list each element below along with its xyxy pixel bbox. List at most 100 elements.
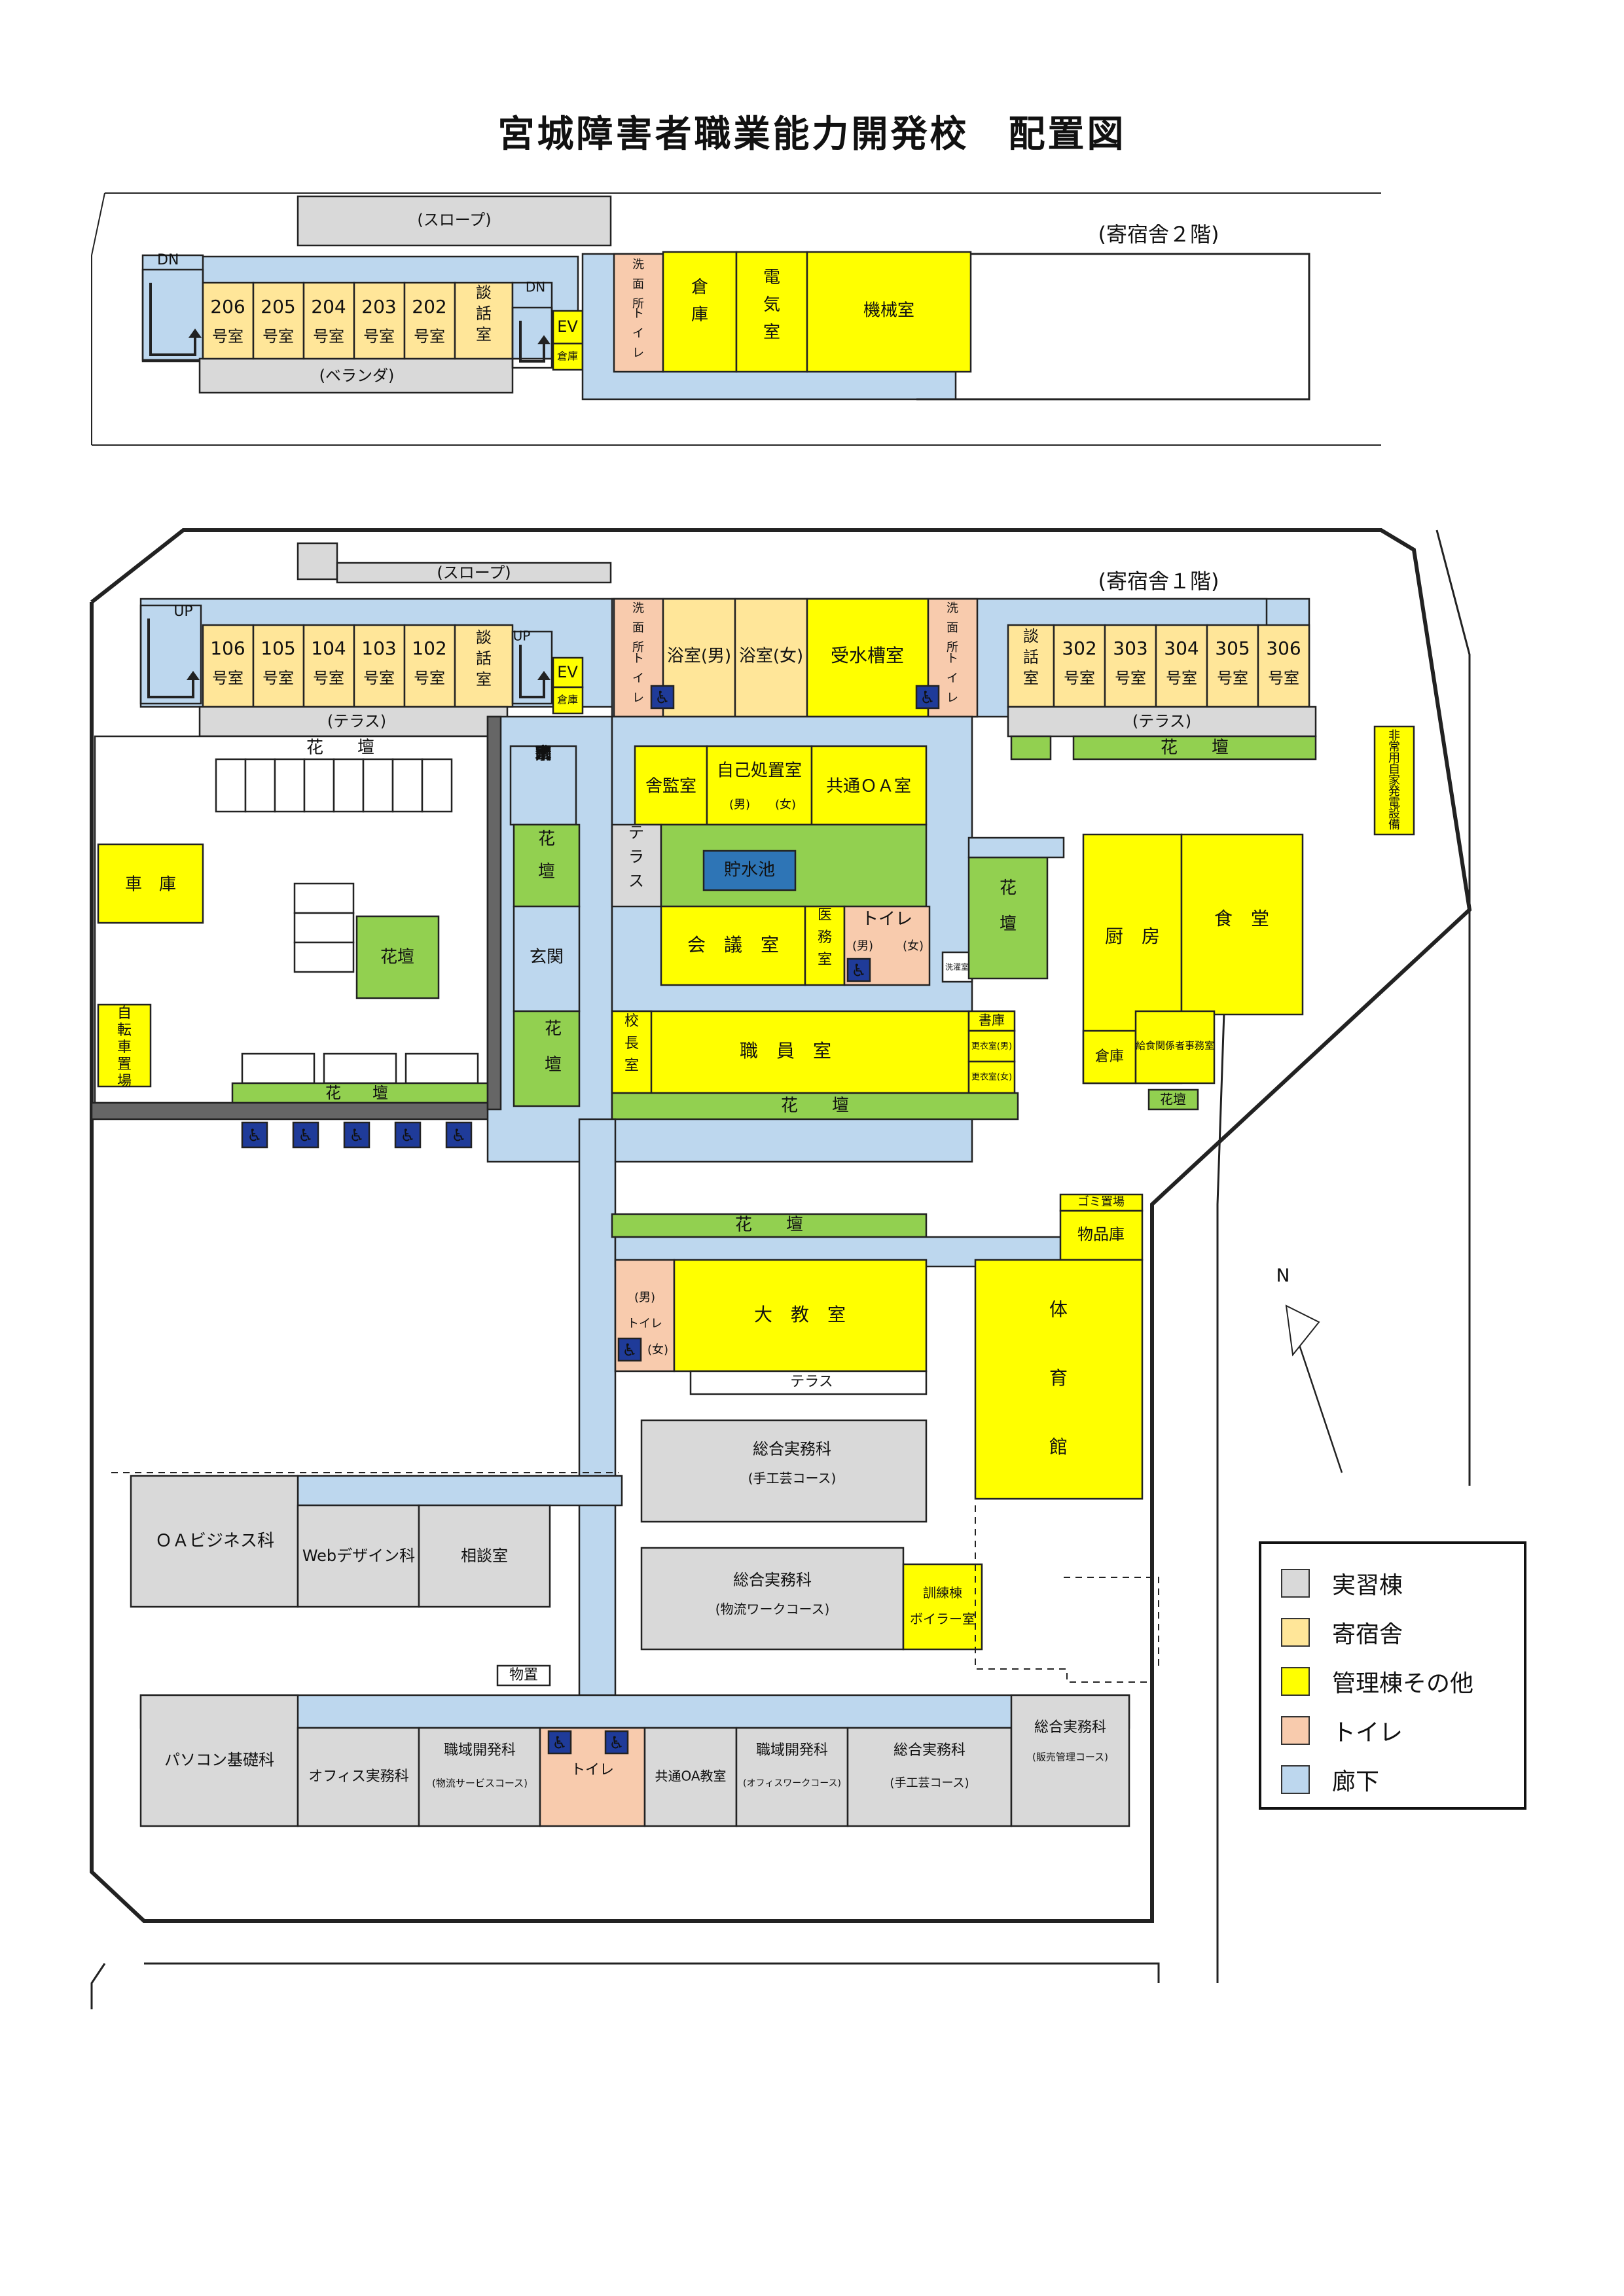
flower-label: 花 壇 [735, 1215, 803, 1235]
slope [297, 195, 612, 247]
room-103-suffix: 号室 [363, 669, 395, 687]
floor2-label: (寄宿舎２階) [1098, 222, 1219, 247]
site-boundary [90, 528, 1472, 1923]
room-304: 304 [1164, 637, 1199, 659]
vocational-dev-2 [735, 1727, 849, 1827]
toilet-label: トイレ [632, 307, 644, 360]
room-105-suffix: 号室 [262, 669, 294, 687]
storage-f2 [662, 251, 738, 373]
map-shapes [90, 192, 1472, 2009]
parking-space [391, 758, 424, 813]
corridor-oa [297, 1475, 623, 1507]
slope-f1-run [336, 562, 612, 584]
legend-item-dorm: 寄宿舎 [1281, 1613, 1403, 1652]
supervisor-label: 舎監室 [645, 777, 696, 797]
changing-m [967, 1030, 1016, 1063]
room-306: 306 [1266, 637, 1301, 659]
bath-male [662, 598, 736, 718]
north-arrow-head [1285, 1304, 1320, 1357]
up-label: UP [513, 628, 531, 644]
toilet-label: トイレ [571, 1762, 614, 1778]
dorm-room [1053, 624, 1106, 708]
parking-space [244, 758, 276, 813]
room-106: 106 [210, 637, 245, 659]
ev-storage-f1 [552, 686, 584, 715]
floor1-label: (寄宿舎１階) [1098, 569, 1219, 594]
legend-label: 廊下 [1332, 1768, 1380, 1795]
wheelchair-icon [617, 1337, 642, 1362]
catering-office-label: 給食関係者事務室 [1136, 1040, 1214, 1052]
stairs-arrowhead [189, 329, 202, 338]
emergency-power [1373, 725, 1415, 836]
accessible-parking-icon [394, 1121, 422, 1149]
flower-east [967, 856, 1049, 980]
room-302-suffix: 号室 [1064, 669, 1095, 687]
storage-label: 倉庫 [691, 278, 708, 325]
female-label: (女) [775, 798, 796, 812]
vocational-dev-1-label: 職域開発科 [444, 1742, 516, 1759]
room-205: 205 [261, 296, 295, 317]
ev-label: EV [557, 317, 578, 336]
ev-storage-label: 倉庫 [557, 694, 578, 706]
room-302: 302 [1062, 637, 1096, 659]
dorm-room [353, 624, 406, 708]
room-205-suffix: 号室 [262, 327, 294, 346]
parking-space [323, 1052, 397, 1085]
pc-basics [139, 1694, 299, 1827]
wheelchair-icon-glyph: ♿ [851, 961, 866, 981]
general-crafts-label: 総合実務科 [893, 1742, 965, 1759]
parking-space [241, 1052, 316, 1085]
shared-oa-classroom [643, 1727, 738, 1827]
outline [90, 1963, 106, 2009]
self-care-label: 自己処置室 [717, 761, 802, 781]
flower-small [1010, 735, 1052, 761]
lounge-f1 [454, 624, 514, 708]
office-practice [297, 1727, 420, 1827]
legend-swatch [1281, 1716, 1310, 1745]
flower-staff [611, 1092, 1019, 1121]
corridor-main [578, 1118, 617, 1696]
training-boiler [902, 1563, 983, 1651]
map-title: 宮城障害者職業能力開発校 配置図 [497, 113, 1127, 156]
parking-space [333, 758, 365, 813]
stairs-arrow [147, 619, 194, 698]
wheelchair-icon-glyph: ♿ [655, 689, 670, 708]
general-sales-course: (販売管理コース) [1032, 1751, 1108, 1763]
emergency-power-label: 非常用自家発電設備 [1388, 729, 1400, 832]
flower-main [611, 1213, 928, 1238]
machine-f2 [806, 251, 972, 373]
dn-label: DN [526, 279, 545, 295]
lounge-label: 談話室 [476, 628, 492, 689]
wheelchair-icon [915, 685, 940, 709]
map-labels: (スロープ)DN(ベランダ)206号室205号室204号室203号室202号室談… [117, 211, 1400, 1790]
flower-center [355, 915, 440, 999]
wash-label: 洗面所 [947, 601, 958, 655]
lounge-label: 談話室 [1023, 627, 1039, 687]
room-305-suffix: 号室 [1217, 669, 1248, 687]
north-label: N [1276, 1265, 1290, 1286]
web-design-label: Webデザイン科 [302, 1547, 415, 1565]
flower-label: 花壇 [545, 1019, 562, 1075]
bath-female-label: 浴室(女) [739, 647, 803, 666]
wheelchair-icon-glyph: ♿ [298, 1126, 313, 1146]
dorm-room [353, 281, 406, 360]
principal-label: 校長室 [624, 1013, 639, 1074]
legend: 実習棟 寄宿舎 管理棟その他 トイレ 廊下 [1259, 1541, 1526, 1810]
wheelchair-icon-glyph: ♿ [349, 1126, 364, 1146]
curb-central [486, 715, 502, 1111]
crafts-course: (手工芸コース) [748, 1471, 837, 1486]
toilet-label: トイレ [947, 652, 958, 705]
wheelchair-icon-glyph: ♿ [920, 689, 935, 708]
corridor-east [967, 836, 1065, 859]
vocational-dev-2-label: 職域開発科 [756, 1742, 828, 1759]
infirmary-label: 医務室 [818, 907, 832, 968]
parking-space [274, 758, 306, 813]
wheelchair-icon-glyph: ♿ [247, 1126, 262, 1146]
lounge-label: 談話室 [476, 283, 492, 344]
terrace-label: (テラス) [327, 712, 386, 730]
legend-item-toilet: トイレ [1281, 1711, 1403, 1750]
garbage [1059, 1193, 1144, 1212]
dorm-room [1104, 624, 1157, 708]
stair-hall-f2 [141, 254, 204, 361]
garbage-label: ゴミ置場 [1077, 1195, 1125, 1209]
